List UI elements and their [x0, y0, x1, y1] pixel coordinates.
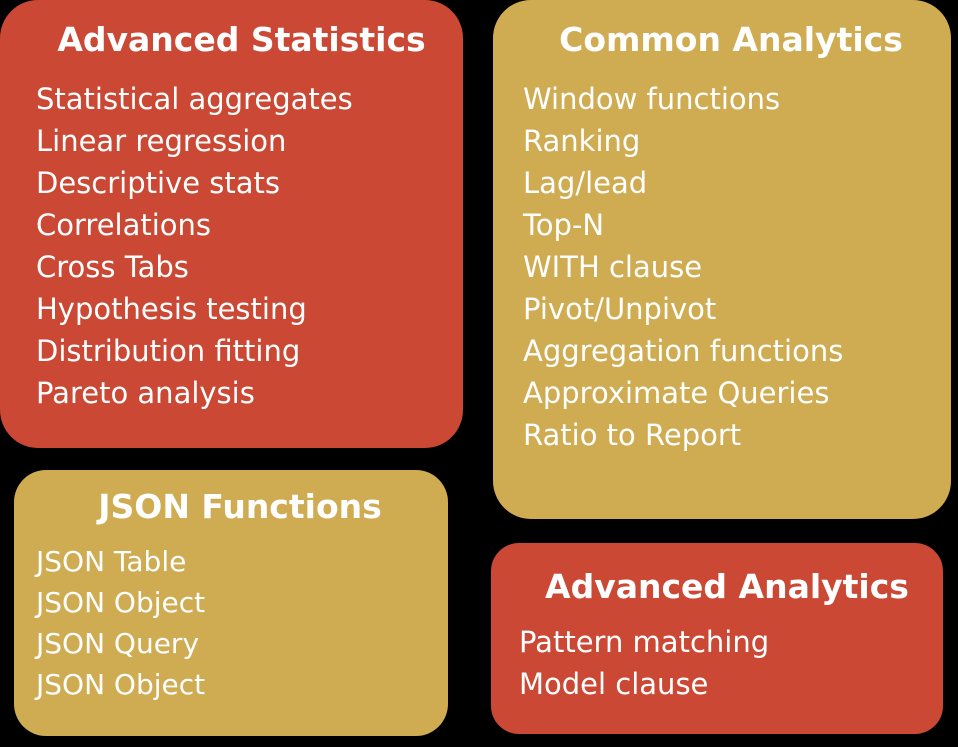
feature-list-json-functions: JSON Table JSON Object JSON Query JSON O…: [36, 541, 448, 705]
list-item: JSON Query: [36, 627, 200, 660]
list-item: JSON Object: [36, 668, 206, 701]
panel-json-functions: JSON Functions JSON Table JSON Object JS…: [14, 470, 448, 736]
list-item: Pivot/Unpivot: [523, 292, 717, 326]
panel-title-common-analytics: Common Analytics: [559, 20, 903, 59]
list-item: Descriptive stats: [36, 166, 280, 200]
feature-list-advanced-statistics: Statistical aggregates Linear regression…: [36, 78, 463, 414]
list-item: Statistical aggregates: [36, 82, 353, 116]
panel-title-advanced-statistics: Advanced Statistics: [57, 20, 426, 59]
feature-list-advanced-analytics: Pattern matching Model clause: [519, 621, 943, 705]
list-item: Distribution fitting: [36, 334, 301, 368]
list-item: Lag/lead: [523, 166, 648, 200]
list-item: Hypothesis testing: [36, 292, 307, 326]
panel-advanced-analytics: Advanced Analytics Pattern matching Mode…: [491, 543, 943, 734]
panel-common-analytics: Common Analytics Window functions Rankin…: [493, 0, 951, 519]
list-item: Correlations: [36, 208, 212, 242]
list-item: Aggregation functions: [523, 334, 844, 368]
feature-list-common-analytics: Window functions Ranking Lag/lead Top-N …: [523, 78, 951, 456]
list-item: Ratio to Report: [523, 418, 742, 452]
list-item: Approximate Queries: [523, 376, 830, 410]
panel-title-advanced-analytics: Advanced Analytics: [545, 567, 909, 606]
list-item: Cross Tabs: [36, 250, 189, 284]
panel-advanced-statistics: Advanced Statistics Statistical aggregat…: [0, 0, 463, 448]
panel-title-json-functions: JSON Functions: [98, 487, 382, 526]
list-item: Top-N: [523, 208, 605, 242]
list-item: Pattern matching: [519, 625, 770, 659]
list-item: Ranking: [523, 124, 641, 158]
list-item: Pareto analysis: [36, 376, 255, 410]
list-item: JSON Table: [36, 545, 187, 578]
list-item: Linear regression: [36, 124, 287, 158]
list-item: JSON Object: [36, 586, 206, 619]
list-item: WITH clause: [523, 250, 703, 284]
list-item: Model clause: [519, 667, 709, 701]
list-item: Window functions: [523, 82, 781, 116]
